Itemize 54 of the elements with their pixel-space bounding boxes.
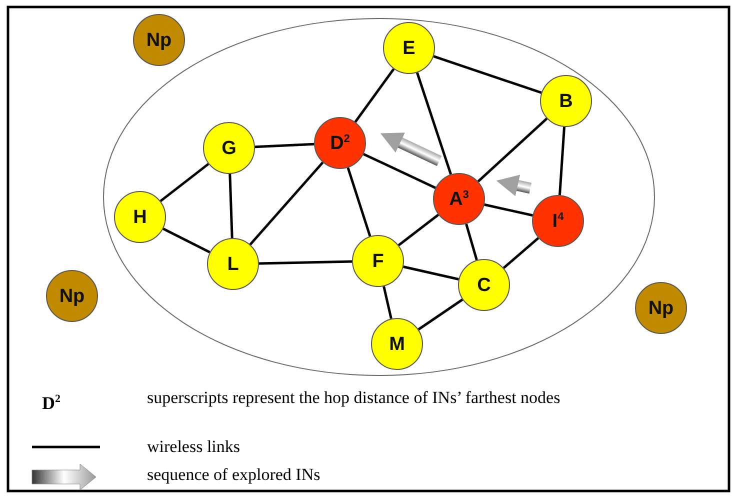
wireless-link	[160, 162, 210, 202]
node-label: M	[389, 334, 405, 354]
node-label: E	[402, 38, 416, 58]
outside-node-circle	[46, 270, 98, 322]
node-label: L	[227, 254, 239, 274]
wireless-link	[382, 286, 392, 319]
node-circle	[114, 191, 166, 243]
wireless-link	[416, 72, 452, 175]
node-label: G	[222, 138, 236, 158]
explored-node-circle	[314, 117, 366, 169]
node-circle	[540, 75, 592, 127]
wireless-link	[433, 55, 542, 94]
node-label: F	[372, 252, 384, 270]
node-circle	[458, 259, 510, 311]
wireless-link	[484, 203, 533, 217]
wireless-link	[254, 142, 314, 148]
node-label: A$^{3}$	[449, 190, 469, 208]
node-label: C	[477, 276, 491, 294]
legend-text: superscripts represent the hop distance of INs’ farthest nodes	[147, 388, 562, 407]
node-label: D$^{2}$	[330, 134, 350, 152]
wireless-link	[502, 237, 540, 269]
node-circle	[203, 122, 255, 174]
wireless-link	[354, 68, 395, 123]
node-circle	[207, 238, 259, 290]
node-circle	[352, 235, 404, 287]
outside-node-circle	[635, 282, 687, 334]
wireless-link	[558, 126, 566, 196]
wireless-link	[162, 228, 210, 254]
node-label: I$^{4}$	[552, 212, 564, 230]
wireless-link	[362, 152, 436, 190]
wireless-link	[418, 298, 464, 330]
node-label: Np	[59, 286, 85, 306]
legend-text: wireless links	[147, 437, 242, 456]
node-circle	[383, 22, 435, 74]
wireless-link	[249, 162, 324, 246]
node-label: Np	[146, 30, 172, 50]
wireless-link	[346, 167, 372, 237]
wireless-link	[228, 174, 234, 238]
explored-node-circle	[433, 173, 485, 225]
node-circle	[371, 318, 423, 370]
node-label: B	[559, 92, 573, 110]
wireless-link	[258, 260, 352, 265]
sequence-arrow	[496, 174, 532, 196]
sequence-arrow	[380, 132, 442, 166]
explored-node-circle	[532, 195, 584, 247]
wireless-link	[477, 118, 548, 182]
wireless-link	[403, 266, 459, 280]
legend-text: sequence of explored INs	[147, 465, 322, 484]
node-label: H	[133, 208, 147, 226]
outside-node-circle	[133, 14, 185, 66]
legend-sample-label: D$^{2}$	[42, 392, 60, 413]
wireless-link	[465, 224, 478, 260]
node-label: Np	[648, 298, 674, 318]
wireless-link	[398, 214, 440, 246]
